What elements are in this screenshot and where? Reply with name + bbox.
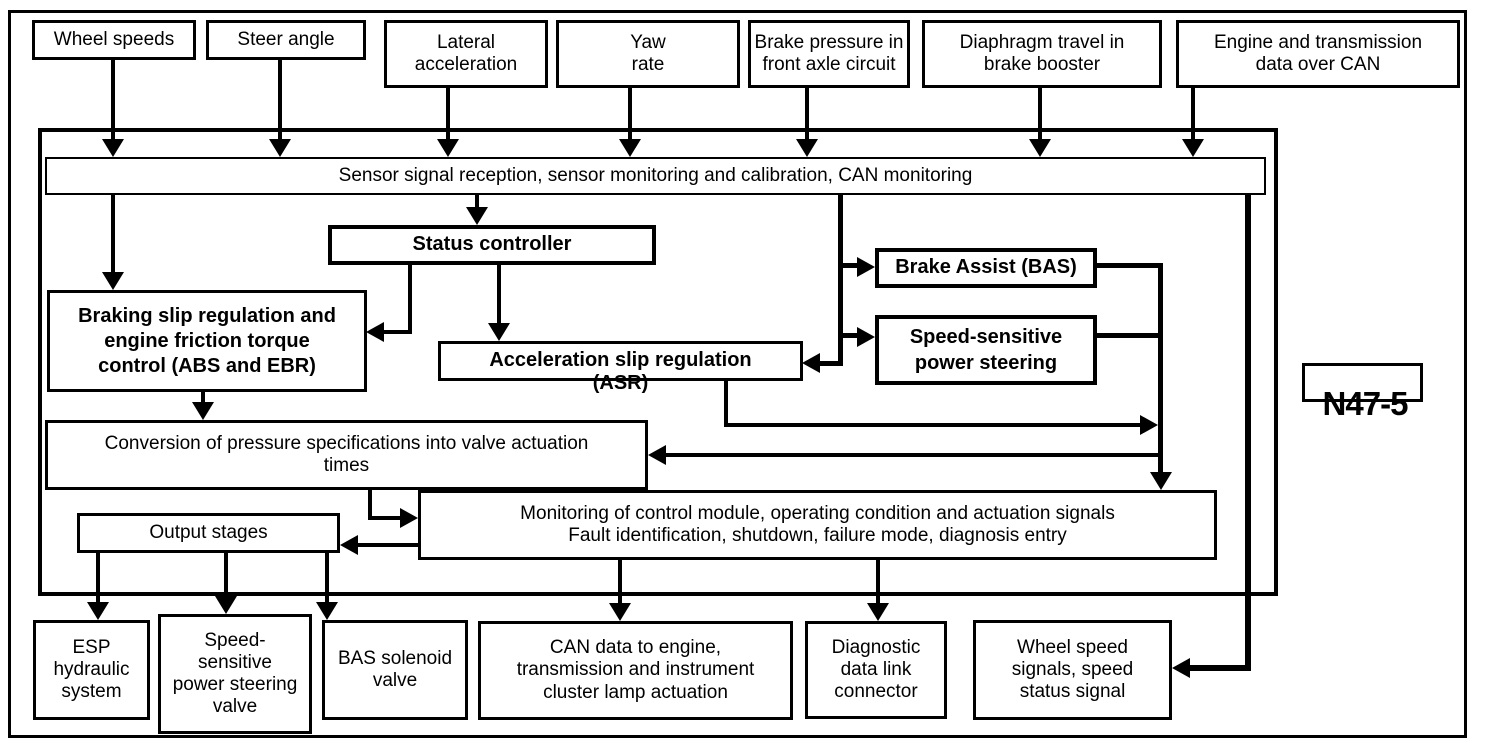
arrowhead-down (619, 139, 641, 157)
arrowhead-left (340, 535, 358, 555)
connector-line (111, 60, 115, 140)
arrowhead-right (857, 257, 875, 277)
arrowhead-down (192, 402, 214, 420)
arrowhead-right (857, 327, 875, 347)
arrowhead-down (609, 603, 631, 621)
connector-line (1188, 665, 1251, 671)
connector-line (1097, 263, 1163, 268)
brake-assist-box: Brake Assist (BAS) (875, 248, 1097, 288)
arrowhead-left (802, 353, 820, 373)
arrowhead-down (488, 323, 510, 341)
connector-line (497, 265, 501, 324)
connector-line (841, 263, 859, 268)
output-stages-box: Output stages (77, 513, 340, 553)
input-box-diaphragm-travel: Diaphragm travel in brake booster (922, 20, 1162, 88)
connector-line (278, 60, 282, 140)
sensor-signal-reception-bar: Sensor signal reception, sensor monitori… (45, 157, 1266, 195)
module-designation-box (1302, 363, 1423, 402)
connector-line (1097, 333, 1163, 338)
arrowhead-down (102, 139, 124, 157)
status-controller-box: Status controller (328, 225, 656, 265)
connector-line (724, 381, 728, 427)
arrowhead-down (1182, 139, 1204, 157)
connector-line (96, 553, 100, 604)
asr-abbreviation-label: (ASR) (592, 372, 649, 394)
connector-line (368, 490, 372, 520)
connector-line (618, 560, 622, 604)
arrowhead-down (466, 207, 488, 225)
connector-line (201, 392, 205, 404)
output-box-bas-solenoid-valve: BAS solenoid valve (322, 620, 468, 720)
arrowhead-right (400, 508, 418, 528)
braking-slip-regulation-box: Braking slip regulation and engine frict… (47, 290, 367, 392)
arrowhead-down (102, 272, 124, 290)
arrowhead-down (316, 602, 338, 620)
output-box-can-data: CAN data to engine, transmission and ins… (478, 621, 793, 720)
connector-line (358, 543, 418, 547)
arrowhead-left (648, 445, 666, 465)
connector-line (1038, 88, 1042, 140)
power-steering-box: Speed-sensitive power steering (875, 315, 1097, 385)
arrowhead-down (215, 596, 237, 614)
arrowhead-down (867, 603, 889, 621)
arrowhead-down (87, 602, 109, 620)
arrowhead-down (269, 139, 291, 157)
monitoring-box: Monitoring of control module, operating … (418, 490, 1217, 560)
connector-line (666, 453, 1160, 457)
arrowhead-right (1140, 415, 1158, 435)
input-box-steer-angle: Steer angle (206, 20, 366, 60)
conversion-box: Conversion of pressure specifications in… (45, 420, 648, 490)
output-box-power-steering-valve: Speed- sensitive power steering valve (158, 614, 312, 734)
connector-line (475, 195, 479, 209)
arrowhead-down (1150, 472, 1172, 490)
connector-line (628, 88, 632, 140)
connector-line (368, 516, 402, 520)
module-designation-label: N47-5 (1322, 385, 1409, 422)
output-box-esp-hydraulic: ESP hydraulic system (33, 620, 150, 720)
connector-line (446, 88, 450, 140)
connector-line (876, 560, 880, 604)
figure-border (8, 10, 1467, 738)
connector-line (1191, 88, 1195, 140)
input-box-yaw-rate: Yaw rate (556, 20, 740, 88)
connector-line (111, 195, 115, 273)
input-box-brake-pressure: Brake pressure in front axle circuit (748, 20, 910, 88)
connector-line (408, 265, 412, 334)
connector-line (841, 333, 859, 338)
connector-line (384, 330, 412, 334)
arrowhead-down (796, 139, 818, 157)
input-box-wheel-speeds: Wheel speeds (32, 20, 196, 60)
output-box-diagnostic-connector: Diagnostic data link connector (805, 621, 947, 719)
connector-line (805, 88, 809, 140)
input-box-engine-transmission-can: Engine and transmission data over CAN (1176, 20, 1460, 88)
connector-line (224, 553, 228, 598)
connector-line (1158, 263, 1163, 473)
arrowhead-left (1172, 658, 1190, 678)
input-box-lateral-acceleration: Lateral acceleration (384, 20, 548, 88)
connector-line (325, 553, 329, 604)
arrowhead-left (366, 322, 384, 342)
connector-line (838, 195, 843, 366)
control-module-outline (38, 128, 1278, 596)
acceleration-slip-regulation-box: Acceleration slip regulation (438, 341, 803, 381)
connector-line (1245, 195, 1251, 671)
connector-line (818, 361, 843, 366)
output-box-wheel-speed-signals: Wheel speed signals, speed status signal (973, 620, 1172, 720)
connector-line (724, 423, 1142, 427)
arrowhead-down (1029, 139, 1051, 157)
arrowhead-down (437, 139, 459, 157)
